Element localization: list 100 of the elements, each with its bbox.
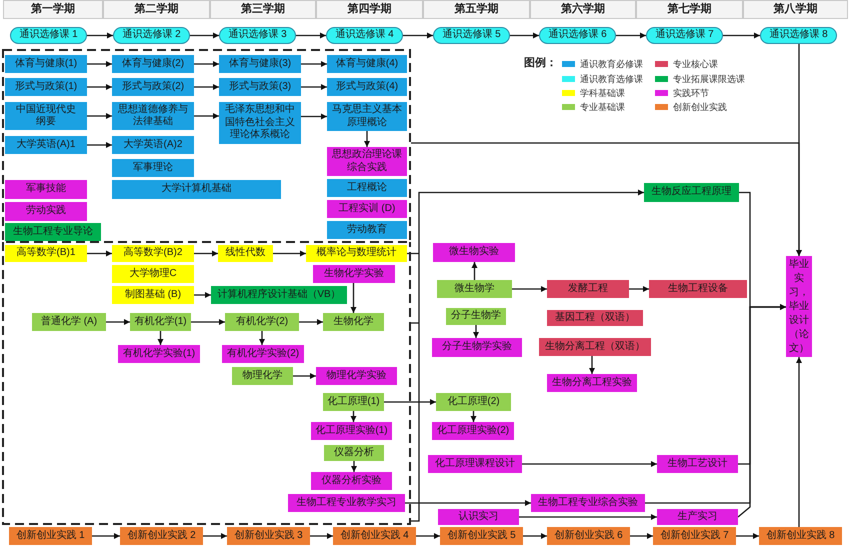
course-box: 生物反应工程原理 [644,183,739,202]
course-box: 线性代数 [218,245,273,262]
course-box: 生物工程专业导论 [5,223,101,241]
course-pill: 通识选修课 5 [433,27,510,44]
course-box: 大学英语(A)2 [112,136,194,154]
arrow [191,319,225,325]
arrow [350,411,356,422]
arrow [296,32,326,38]
arrow [259,331,265,345]
course-box: 创新创业实践 1 [9,527,92,545]
course-box: 毛泽东思想和中国特色社会主义理论体系概论 [219,102,301,144]
course-box: 生物化学 [323,313,384,331]
course-pill: 通识选修课 4 [326,27,403,44]
course-box: 大学物理C [112,265,194,283]
course-box: 劳动教育 [327,221,407,239]
semester-header: 第五学期 [423,0,530,19]
arrow [350,283,356,313]
course-box: 化工原理课程设计 [428,455,522,473]
arrow [629,286,649,292]
course-pill: 通识选修课 2 [113,27,190,44]
legend-label: 实践环节 [673,88,709,98]
arrow [194,113,219,119]
course-box: 生产实习 [657,509,738,525]
semester-header: 第二学期 [103,0,210,19]
dashed-frame [2,49,411,243]
arrow [723,32,760,38]
course-box: 分子生物学实验 [432,338,522,357]
semester-header: 第七学期 [636,0,743,19]
arrow [364,131,370,147]
arrow [519,514,657,520]
course-box: 体育与健康(4) [327,55,407,73]
arrow [203,533,227,539]
arrow [416,533,440,539]
arrow [293,373,316,379]
course-box: 毕业实习，毕业设计（论文） [786,256,812,357]
course-box: 思想政治理论课综合实践 [327,147,407,176]
course-box: 生物工艺设计 [657,455,738,473]
arrow [796,357,802,527]
arrow [194,61,219,67]
course-box: 体育与健康(1) [5,55,87,73]
course-box: 仪器分析 [324,445,384,461]
course-box: 普通化学 (A) [32,313,106,331]
course-box: 概率论与数理统计 [306,245,407,262]
legend-label: 专业拓展课限选课 [673,74,745,84]
course-box: 创新创业实践 5 [440,527,523,545]
course-box: 计算机程序设计基础（VB） [211,286,347,304]
arrow [92,533,120,539]
course-box: 军事理论 [112,159,194,177]
course-box: 军事技能 [5,180,87,199]
course-box: 大学英语(A)1 [5,136,87,154]
course-box: 微生物实验 [433,243,515,262]
course-box: 物理化学实验 [316,367,397,385]
legend-label: 通识教育必修课 [580,58,643,70]
course-box: 生物化学实验 [313,265,395,283]
arrow [630,533,653,539]
course-box: 有机化学实验(2) [222,345,304,363]
arrow [310,533,333,539]
arrow [351,461,357,472]
arrow [194,250,218,256]
course-box: 化工原理实验(2) [432,422,514,440]
semester-header: 第一学期 [3,0,103,19]
course-box: 生物分离工程实验 [547,374,637,392]
course-box: 物理化学 [232,367,293,385]
legend-label: 通识教育选修课 [580,74,643,84]
arrow [299,319,323,325]
course-box: 生物工程设备 [649,280,747,298]
arrow [106,319,130,325]
course-pill: 通识选修课 7 [646,27,723,44]
semester-header: 第三学期 [210,0,316,19]
course-box: 工程概论 [327,179,407,197]
course-box: 体育与健康(2) [112,55,194,73]
arrow [472,262,478,280]
course-box: 创新创业实践 8 [759,527,842,545]
course-box: 中国近现代史纲要 [5,102,87,130]
arrow [512,286,547,292]
course-box: 生物工程专业综合实验 [531,494,645,512]
arrow [301,84,327,90]
course-box: 劳动实践 [5,202,87,221]
arrow [87,32,113,38]
arrow [194,84,219,90]
arrow [736,533,759,539]
course-box: 创新创业实践 7 [653,527,736,545]
arrow [87,142,112,148]
arrow [190,32,219,38]
course-box: 有机化学(1) [130,313,191,331]
course-box: 基因工程（双语） [547,310,643,326]
arrow [273,250,306,256]
course-box: 化工原理(2) [436,393,511,411]
course-pill: 通识选修课 8 [760,27,837,44]
course-box: 工程实训 (D) [327,200,407,218]
arrow [87,113,112,119]
course-box: 发酵工程 [547,280,629,298]
course-box: 化工原理(1) [323,393,384,411]
semester-header: 第八学期 [743,0,848,19]
course-box: 生物工程专业教学实习 [288,494,405,512]
arrow [589,356,595,374]
arrow [738,304,786,518]
arrow [510,32,539,38]
course-box: 高等数学(B)1 [5,245,87,262]
legend-title: 图例： [524,57,557,70]
